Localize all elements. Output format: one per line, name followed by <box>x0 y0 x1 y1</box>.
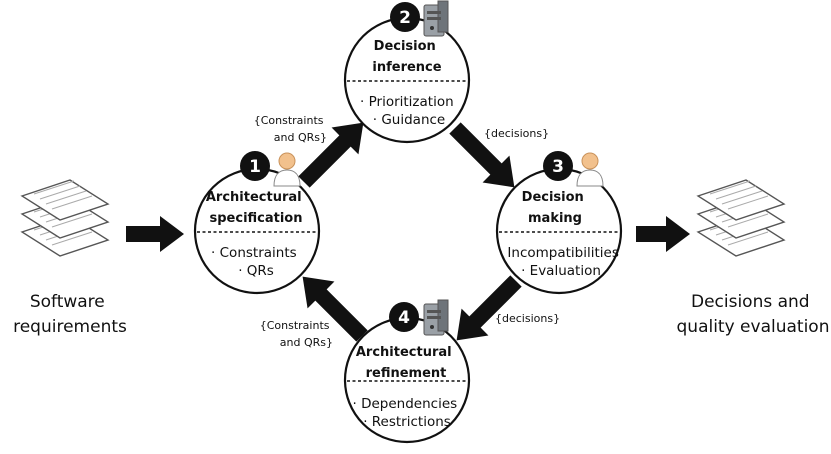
stage-item: · Prioritization <box>360 94 454 110</box>
flow-label-1-to-2: {Constraints and QRs} <box>254 114 327 144</box>
stage-4-node: Architectural refinement · Dependencies … <box>343 316 471 444</box>
input-label-line: requirements <box>13 317 127 337</box>
stage-1-badge: 1 <box>240 151 270 181</box>
stage-1-node: Architectural specification · Constraint… <box>193 167 321 295</box>
stage-item: · QRs <box>238 263 274 279</box>
stage-item: · Guidance <box>373 112 445 128</box>
flow-arrow-1-to-2 <box>298 122 364 188</box>
stage-number: 4 <box>398 308 410 328</box>
stage-item: · Constraints <box>211 245 297 261</box>
output-documents-icon <box>697 179 785 257</box>
flow-arrow-4-to-1 <box>302 276 368 342</box>
stage-item: · Restrictions <box>363 414 451 430</box>
flow-label-line: and QRs} <box>280 336 333 349</box>
stage-title-line: making <box>528 211 582 226</box>
person-icon <box>273 152 301 187</box>
output-arrow <box>636 216 690 252</box>
stage-3-badge: 3 <box>543 151 573 181</box>
stage-title-line: inference <box>372 60 441 75</box>
flow-label-line: and QRs} <box>274 131 327 144</box>
stage-item: · Incompatibilities <box>499 245 619 261</box>
stage-3-items: · Incompatibilities · Evaluation <box>499 245 623 279</box>
stage-title-line: Architectural <box>356 345 452 360</box>
stage-title-line: Decision <box>374 39 436 54</box>
stage-4-title: Architectural refinement <box>356 345 456 381</box>
input-arrow <box>126 216 184 252</box>
stage-2-badge: 2 <box>390 2 420 32</box>
stage-number: 2 <box>399 8 411 28</box>
stage-4-items: · Dependencies · Restrictions <box>353 396 462 430</box>
flow-label-line: {Constraints <box>260 319 330 332</box>
stage-title-line: refinement <box>366 366 447 381</box>
flow-label-3-to-4: {decisions} <box>495 312 560 325</box>
stage-3-title: Decision making <box>522 190 589 226</box>
input-documents-icon <box>21 179 109 257</box>
stage-title-line: specification <box>210 211 303 226</box>
stage-4-badge: 4 <box>389 302 419 332</box>
input-label-line: Software <box>30 292 105 312</box>
flow-label-line: {Constraints <box>254 114 324 127</box>
flow-label-line: {decisions} <box>495 312 560 325</box>
flow-label-2-to-3: {decisions} <box>484 127 549 140</box>
stage-1-items: · Constraints · QRs <box>211 245 301 279</box>
flow-arrow-3-to-4 <box>456 275 522 341</box>
stage-title-line: Architectural <box>206 190 302 205</box>
computer-icon <box>423 0 449 37</box>
stage-title-line: Decision <box>522 190 584 205</box>
stage-item: · Dependencies <box>353 396 458 412</box>
stage-2-title: Decision inference <box>372 39 441 75</box>
computer-icon <box>423 299 449 336</box>
person-icon <box>576 152 604 187</box>
output-label-line: quality evaluation <box>677 317 830 337</box>
flow-label-4-to-1: {Constraints and QRs} <box>260 319 333 349</box>
input-label: Software requirements <box>13 292 127 337</box>
stage-number: 3 <box>552 157 564 177</box>
stage-1-title: Architectural specification <box>206 190 306 226</box>
stage-2-items: · Prioritization · Guidance <box>360 94 458 128</box>
output-label-line: Decisions and <box>691 292 810 312</box>
stage-number: 1 <box>249 157 261 177</box>
output-label: Decisions and quality evaluation <box>677 292 830 337</box>
flow-label-line: {decisions} <box>484 127 549 140</box>
flow-arrow-2-to-3 <box>449 122 515 188</box>
stage-3-node: Decision making · Incompatibilities · Ev… <box>495 167 623 295</box>
stage-item: · Evaluation <box>521 263 601 279</box>
stage-2-node: Decision inference · Prioritization · Gu… <box>343 16 471 144</box>
